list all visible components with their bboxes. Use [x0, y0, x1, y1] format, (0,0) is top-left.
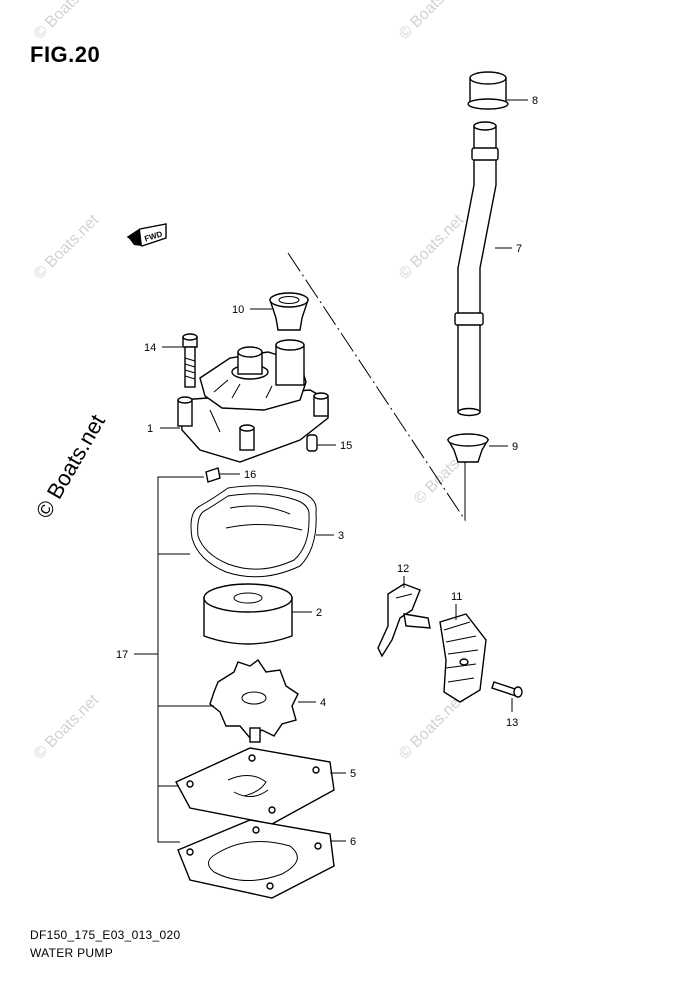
watermark-side-label: © Boats.net — [31, 410, 110, 522]
part-12-clip — [377, 583, 431, 658]
part-1-pump-case — [177, 339, 329, 463]
watermark-low-left: © Boats.net — [31, 691, 103, 763]
callout-1: 1 — [147, 423, 153, 435]
callout-12: 12 — [397, 563, 409, 575]
callout-14: 14 — [144, 342, 156, 354]
part-6-gasket — [177, 819, 335, 899]
part-2-liner — [203, 583, 293, 645]
callout-10: 10 — [232, 304, 244, 316]
figure-title: FIG.20 — [30, 42, 101, 67]
callout-6: 6 — [350, 836, 356, 848]
callout-4: 4 — [320, 697, 326, 709]
callout-9: 9 — [512, 441, 518, 453]
part-3-ring — [190, 485, 317, 578]
watermark-top-left: © Boats.net — [31, 0, 103, 43]
callout-3: 3 — [338, 530, 344, 542]
callout-7: 7 — [516, 243, 522, 255]
fwd-arrow-badge: FWD — [126, 223, 167, 247]
callout-16: 16 — [244, 469, 256, 481]
watermark-top-right: © Boats.net — [396, 0, 468, 43]
leader-lines — [134, 99, 528, 843]
callout-5: 5 — [350, 768, 356, 780]
part-4-impeller — [209, 658, 299, 743]
part-9-grommet — [446, 433, 490, 463]
part-14-bolt — [182, 333, 198, 388]
callout-labels: 1 2 3 4 5 6 7 8 9 10 11 12 13 14 15 16 1… — [116, 95, 538, 848]
assembly-guide-line — [287, 252, 466, 522]
part-16-key — [205, 467, 221, 483]
part-8-grommet — [467, 71, 509, 110]
diagram-name: WATER PUMP — [30, 946, 113, 960]
part-13-screw — [491, 681, 523, 698]
callout-13: 13 — [506, 717, 518, 729]
part-10-seal — [269, 292, 309, 331]
part-15-pin — [306, 434, 318, 452]
diagram-code: DF150_175_E03_013_020 — [30, 928, 181, 942]
callout-15: 15 — [340, 440, 352, 452]
watermark-mid-right: © Boats.net — [396, 211, 468, 283]
part-11-plate — [439, 613, 487, 703]
callout-2: 2 — [316, 607, 322, 619]
watermark-mid-left: © Boats.net — [31, 211, 103, 283]
callout-8: 8 — [532, 95, 538, 107]
part-5-plate — [175, 747, 335, 825]
watermark-low-right: © Boats.net — [396, 691, 468, 763]
callout-11: 11 — [451, 591, 462, 603]
part-7-water-tube — [454, 121, 499, 417]
callout-17: 17 — [116, 649, 128, 661]
